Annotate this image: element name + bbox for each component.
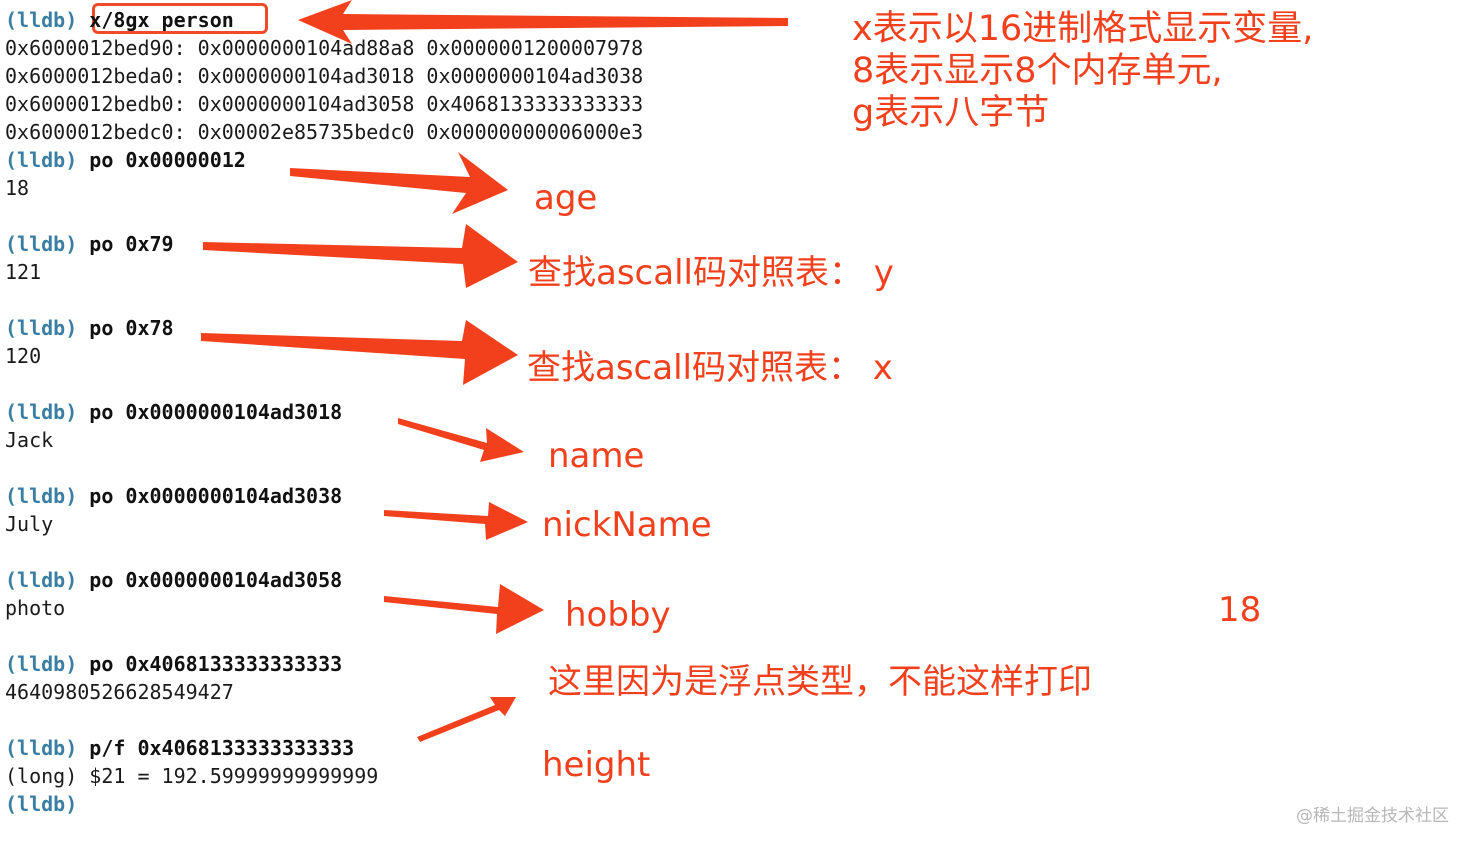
memory-output-line: 0x6000012beda0: 0x0000000104ad3018 0x000… [5, 64, 644, 88]
memory-output-line: 0x6000012bedc0: 0x00002e85735bedc0 0x000… [5, 120, 644, 144]
watermark: @稀土掘金技术社区 [1296, 806, 1449, 826]
arrow-to-command [298, 0, 788, 44]
output-line: 18 [5, 176, 30, 200]
nickname-label: nickName [542, 505, 712, 545]
console-line: (lldb) po 0x00000012 [5, 146, 246, 174]
name-label: name [548, 436, 645, 476]
lldb-prompt: (lldb) [5, 148, 78, 172]
lldb-command: po 0x0000000104ad3058 [89, 568, 343, 592]
command-highlight-box [92, 3, 268, 34]
format-note-line1: x表示以16进制格式显示变量, [852, 9, 1314, 49]
float-note: 这里因为是浮点类型，不能这样打印 [548, 662, 1092, 702]
output-line: 121 [5, 260, 42, 284]
console-line: (lldb) po 0x0000000104ad3018 [5, 398, 342, 426]
console-line: (lldb) po 0x0000000104ad3038 [5, 482, 342, 510]
output-line: 4640980526628549427 [5, 680, 234, 704]
console-line: (lldb) x/8gx person [5, 6, 234, 34]
ascii-x-note: 查找ascall码对照表： x [527, 348, 893, 388]
output-line: July [5, 512, 54, 536]
lldb-prompt: (lldb) [5, 8, 78, 32]
lldb-command: po 0x00000012 [89, 148, 246, 172]
lldb-command: po 0x78 [89, 316, 174, 340]
arrow-to-nickname [384, 502, 528, 540]
lldb-command: po 0x79 [89, 232, 174, 256]
memory-output-line: 0x6000012bedb0: 0x0000000104ad3058 0x406… [5, 92, 644, 116]
lldb-prompt: (lldb) [5, 400, 78, 424]
console-line: (lldb) p/f 0x4068133333333333 [5, 734, 354, 762]
console-line: (lldb) po 0x4068133333333333 [5, 650, 342, 678]
arrow-to-ascii-x [201, 320, 518, 385]
format-note-line3: g表示八字节 [852, 93, 1050, 133]
arrow-to-hobby [384, 584, 544, 634]
ascii-y-note: 查找ascall码对照表： y [528, 253, 894, 293]
arrow-to-float-note [417, 697, 516, 742]
lldb-prompt: (lldb) [5, 484, 78, 508]
lldb-prompt: (lldb) [5, 568, 78, 592]
hobby-label: hobby [565, 595, 671, 635]
lldb-prompt: (lldb) [5, 736, 78, 760]
lldb-command: x/8gx person [89, 8, 234, 32]
arrow-to-age [290, 152, 508, 214]
memory-output-line: 0x6000012bed90: 0x0000000104ad88a8 0x000… [5, 36, 644, 60]
console-line: (lldb) po 0x78 [5, 314, 174, 342]
lldb-command: p/f 0x4068133333333333 [89, 736, 355, 760]
console-line: (lldb) [5, 790, 77, 818]
output-line: (long) $21 = 192.59999999999999 [5, 764, 379, 788]
lldb-prompt: (lldb) [5, 232, 78, 256]
arrow-to-name [398, 418, 524, 462]
lldb-command: po 0x0000000104ad3038 [89, 484, 343, 508]
console-line: (lldb) po 0x0000000104ad3058 [5, 566, 342, 594]
console-line: (lldb) po 0x79 [5, 230, 174, 258]
output-line: Jack [5, 428, 54, 452]
age-label: age [534, 178, 598, 218]
lldb-prompt: (lldb) [5, 652, 78, 676]
lldb-command: po 0x0000000104ad3018 [89, 400, 343, 424]
height-label: height [542, 745, 651, 785]
output-line: photo [5, 596, 66, 620]
output-line: 120 [5, 344, 42, 368]
format-note-line2: 8表示显示8个内存单元, [852, 51, 1223, 91]
lldb-prompt: (lldb) [5, 316, 78, 340]
arrow-to-ascii-y [203, 224, 518, 288]
lldb-command: po 0x4068133333333333 [89, 652, 343, 676]
lldb-prompt: (lldb) [5, 792, 78, 816]
value-18-label: 18 [1218, 590, 1262, 630]
